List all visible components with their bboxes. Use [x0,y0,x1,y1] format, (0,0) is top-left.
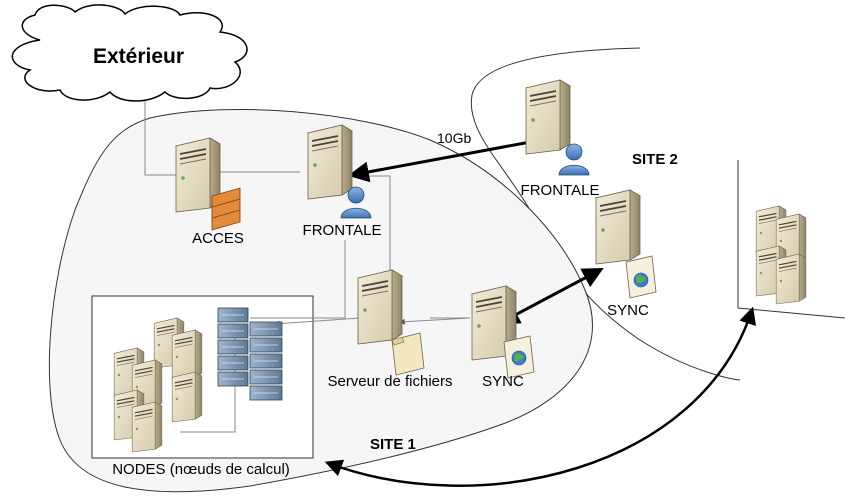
compute-nodes-label: NODES (nœuds de calcul) [112,461,290,478]
folder-icon [391,332,425,376]
site1-label: SITE 1 [370,436,416,453]
cloud-icon [11,4,248,102]
file-server-icon [357,269,403,345]
remote-node-towers [755,205,807,305]
user-icon [558,143,590,176]
sync-site2-label: SYNC [607,302,649,319]
rack-server-icon [217,307,283,401]
frontale-site2-label: FRONTALE [520,182,600,199]
firewall-icon [211,187,241,231]
acces-label: ACCES [192,230,244,247]
frontale-site1-server-icon [307,124,353,200]
globe-icon [503,335,535,379]
link-10gb-arrow [347,130,557,183]
frontale-site2-server-icon [525,79,571,155]
cloud-label: Extérieur [93,45,185,68]
sync-site1-label: SYNC [482,373,524,390]
link-speed-label: 10Gb [437,130,472,146]
file-server-label: Serveur de fichiers [327,373,453,390]
frontale-site1-label: FRONTALE [302,222,382,239]
globe-icon [625,255,657,299]
user-icon [340,186,372,219]
sync-site2-server-icon [595,189,641,265]
site2-label: SITE 2 [632,151,678,168]
remote-backup-arrow [324,306,756,487]
